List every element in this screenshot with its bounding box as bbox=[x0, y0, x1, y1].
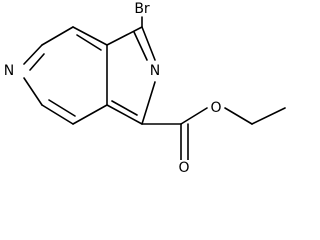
carbonyl-oxygen-label: O bbox=[178, 160, 189, 176]
bond bbox=[72, 26, 108, 46]
bromine-label: Br bbox=[134, 1, 150, 17]
bond bbox=[106, 104, 143, 125]
bond bbox=[251, 107, 286, 125]
bond bbox=[106, 26, 143, 46]
bond-lines bbox=[23, 16, 286, 161]
bond bbox=[76, 34, 102, 51]
bond bbox=[180, 107, 208, 125]
label-backdrop bbox=[176, 160, 192, 178]
bond bbox=[23, 44, 43, 65]
ring-nitrogen-right-label: N bbox=[150, 63, 160, 79]
bond bbox=[41, 104, 74, 125]
atom-labels: Br N N O O bbox=[0, 1, 224, 178]
label-backdrop bbox=[0, 61, 18, 81]
bond bbox=[48, 99, 76, 117]
bond bbox=[224, 107, 253, 125]
label-backdrop bbox=[147, 61, 163, 81]
bond bbox=[41, 26, 74, 46]
label-backdrop bbox=[132, 2, 152, 16]
ring-nitrogen-left-label: N bbox=[4, 63, 14, 79]
bond bbox=[133, 31, 148, 61]
bond bbox=[29, 53, 45, 71]
ester-oxygen-label: O bbox=[210, 100, 221, 116]
bond bbox=[141, 81, 156, 125]
bond bbox=[72, 104, 108, 125]
label-backdrop bbox=[208, 100, 224, 118]
bond bbox=[141, 26, 156, 61]
bond bbox=[111, 100, 138, 116]
molecule-structure: Br N N O O bbox=[0, 1, 286, 178]
bond bbox=[23, 77, 43, 106]
